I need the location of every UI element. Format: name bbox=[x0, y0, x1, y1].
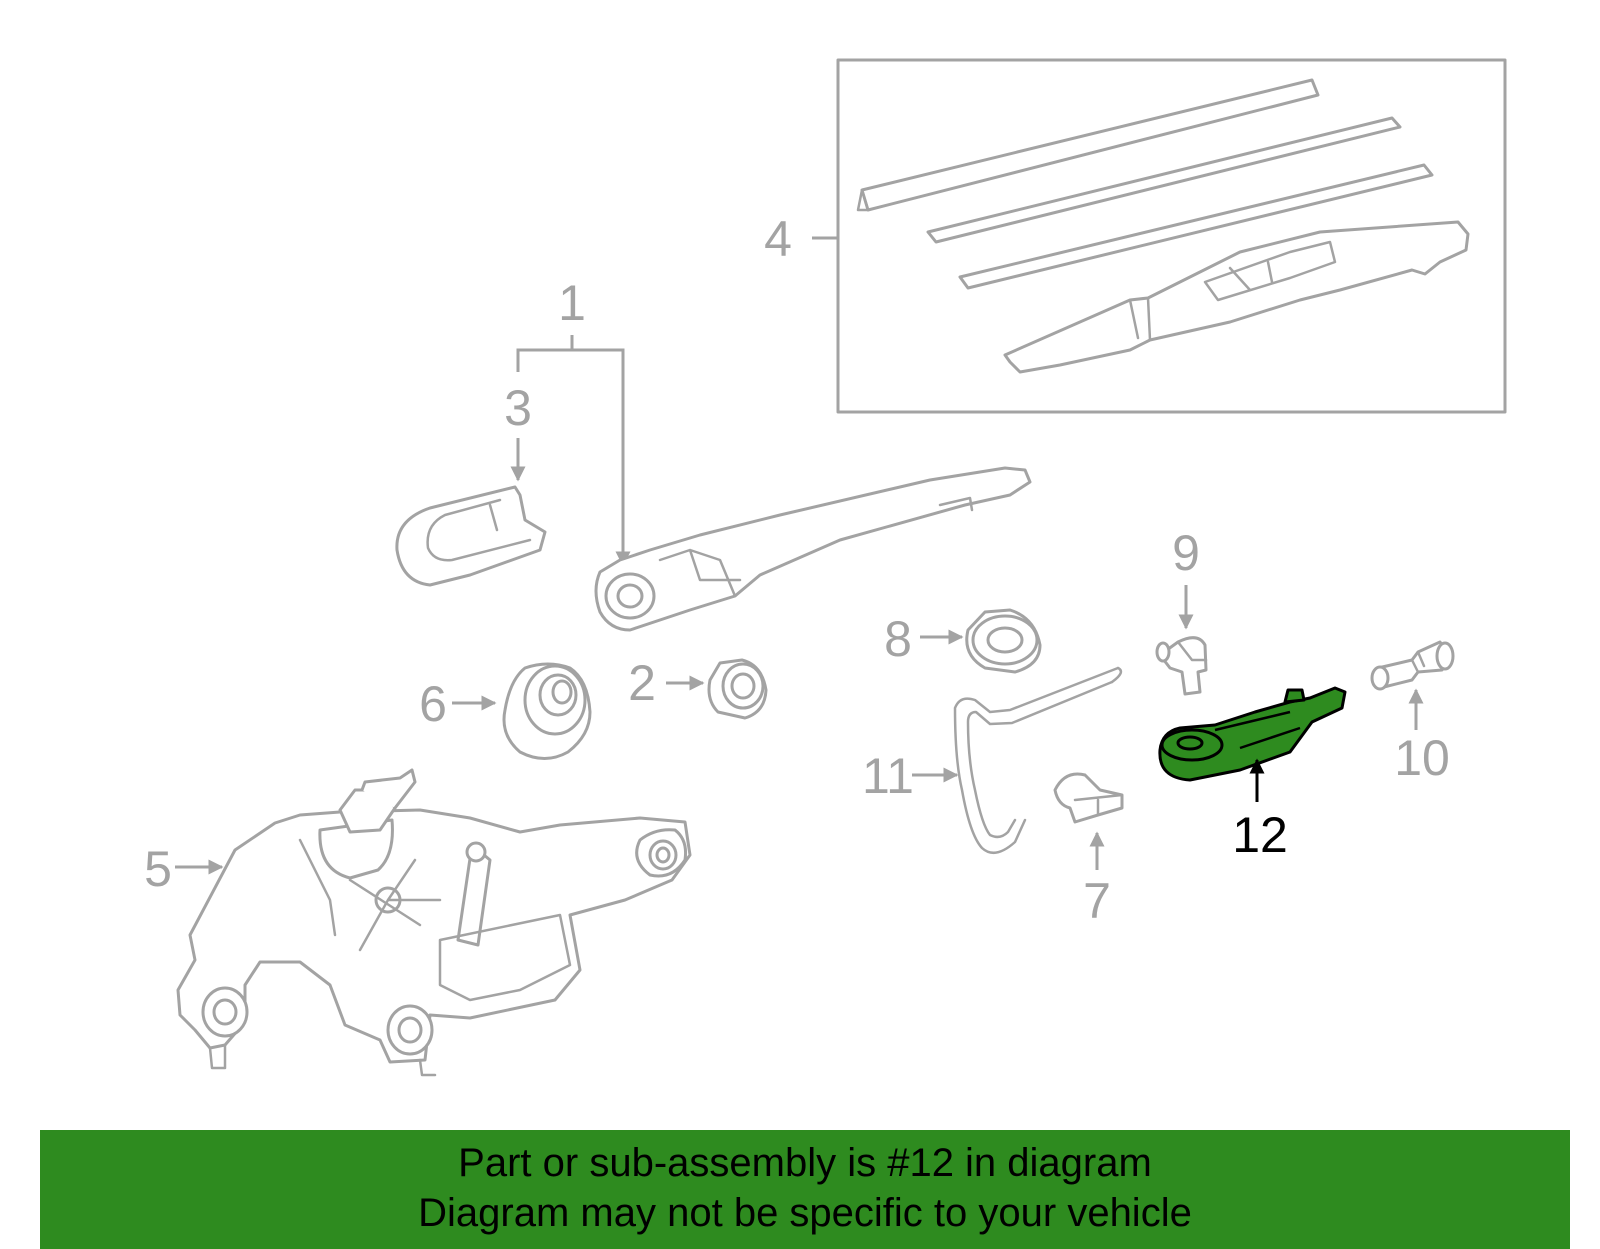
part-6-grommet[interactable] bbox=[502, 662, 592, 760]
callout-11: 11 bbox=[862, 748, 914, 804]
part-4-wiper-blade-kit[interactable] bbox=[836, 58, 1507, 414]
callout-7: 7 bbox=[1083, 873, 1111, 929]
callout-2: 2 bbox=[628, 655, 656, 711]
leader-bracket-1 bbox=[516, 335, 625, 560]
banner-line-part-number: Part or sub-assembly is #12 in diagram bbox=[458, 1141, 1152, 1185]
part-7-hose-clip[interactable] bbox=[1053, 772, 1124, 824]
callout-3: 3 bbox=[504, 380, 532, 436]
callout-6: 6 bbox=[419, 676, 447, 732]
callout-10: 10 bbox=[1394, 730, 1450, 786]
callout-4: 4 bbox=[764, 211, 792, 267]
part-12-bracket-highlighted[interactable] bbox=[1158, 686, 1347, 782]
part-5-wiper-motor[interactable] bbox=[176, 768, 692, 1077]
info-banner: Part or sub-assembly is #12 in diagram D… bbox=[40, 1130, 1570, 1249]
parts-diagram: 4 1 3 2 6 bbox=[144, 58, 1507, 1077]
callout-8: 8 bbox=[884, 611, 912, 667]
part-10-bolt[interactable] bbox=[1370, 640, 1455, 691]
callout-9: 9 bbox=[1172, 525, 1200, 581]
callout-1: 1 bbox=[558, 275, 586, 331]
banner-line-disclaimer: Diagram may not be specific to your vehi… bbox=[418, 1191, 1192, 1235]
callout-12: 12 bbox=[1232, 807, 1288, 863]
part-3-arm-cap[interactable] bbox=[395, 485, 547, 587]
callout-5: 5 bbox=[144, 841, 172, 897]
part-9-washer-nozzle[interactable] bbox=[1155, 636, 1208, 696]
part-1-wiper-arm[interactable] bbox=[594, 466, 1032, 632]
part-8-grommet[interactable] bbox=[965, 608, 1042, 674]
part-2-nut[interactable] bbox=[707, 658, 768, 720]
part-11-washer-hose[interactable] bbox=[953, 666, 1123, 855]
